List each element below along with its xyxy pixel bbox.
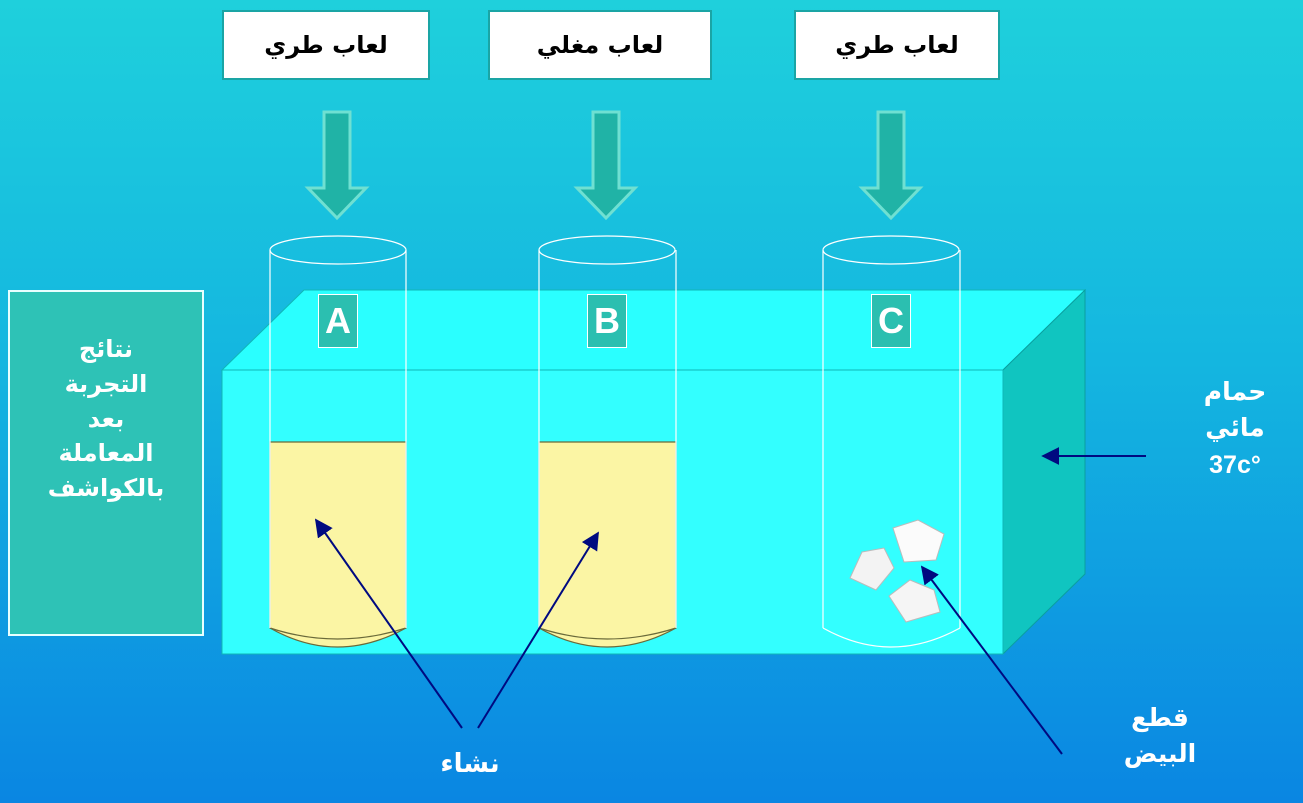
egg-label-line-2: البيض	[1123, 739, 1197, 769]
starch-label: نشاء	[440, 749, 500, 779]
egg-label-line-1: قطع	[1131, 703, 1189, 732]
pointer-arrow-starch-b	[477, 531, 599, 729]
egg-pieces-label: قطع البيض	[1100, 700, 1220, 773]
results-line-3: بعد	[87, 404, 125, 433]
top-label-middle: لعاب مغلي	[488, 10, 712, 80]
results-line-1: نتائج	[78, 335, 134, 363]
results-line-2: التجربة	[64, 369, 148, 398]
tube-letter-b: B	[587, 294, 627, 348]
results-box-text: نتائج التجربة بعد المعاملة بالكواشف	[8, 332, 204, 506]
test-tube-b	[538, 235, 677, 648]
down-arrow-middle	[573, 110, 639, 221]
water-bath-line-3: 37c°	[1209, 450, 1261, 479]
pointer-arrow-egg	[920, 565, 1063, 755]
top-label-right: لعاب طري	[794, 10, 1000, 80]
water-bath-line-1: حمام	[1203, 377, 1267, 406]
test-tube-c	[822, 235, 961, 648]
down-arrow-left	[304, 110, 370, 221]
egg-pieces	[849, 519, 945, 623]
water-bath-label: حمام مائي 37c°	[1180, 374, 1290, 483]
water-bath-line-2: مائي	[1205, 413, 1265, 443]
top-label-left: لعاب طري	[222, 10, 430, 80]
down-arrow-right	[858, 110, 924, 221]
results-line-5: بالكواشف	[47, 474, 165, 503]
pointer-arrow-starch-a	[314, 518, 463, 729]
tube-letter-a: A	[318, 294, 358, 348]
top-label-left-text: لعاب طري	[264, 31, 388, 59]
top-label-right-text: لعاب طري	[835, 31, 959, 59]
tube-letter-c: C	[871, 294, 911, 348]
results-line-4: المعاملة	[58, 439, 154, 468]
top-label-middle-text: لعاب مغلي	[536, 31, 664, 59]
results-box	[8, 290, 204, 636]
test-tube-a	[269, 235, 407, 648]
